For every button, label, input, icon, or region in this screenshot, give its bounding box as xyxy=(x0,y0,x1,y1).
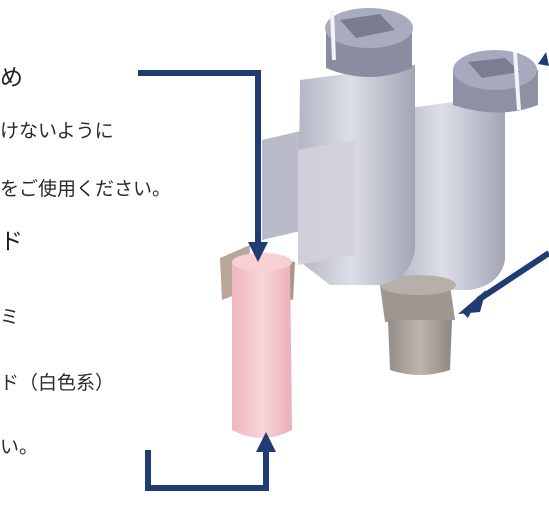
right-connector-body xyxy=(392,95,505,290)
label-line-4: ド xyxy=(0,229,23,255)
left-connector-back-plate xyxy=(262,130,305,240)
left-knob xyxy=(325,8,413,77)
label-line-1: め xyxy=(0,65,23,91)
label-line-3: をご使用ください。 xyxy=(0,178,172,200)
arrow-left-icon xyxy=(538,52,549,66)
right-knob xyxy=(453,50,538,113)
arrow-down-left-icon xyxy=(476,250,549,303)
left-connector-unit xyxy=(262,8,415,285)
label-line-7: い。 xyxy=(0,436,39,458)
pink-cap xyxy=(220,245,295,438)
label-line-5: ミ xyxy=(0,306,20,328)
arrow-down-icon xyxy=(138,70,261,245)
label-line-2: けないように xyxy=(0,120,114,142)
gray-cap xyxy=(380,275,456,375)
label-line-6: ド（白色系） xyxy=(0,372,115,394)
arrow-up-icon xyxy=(145,448,269,491)
